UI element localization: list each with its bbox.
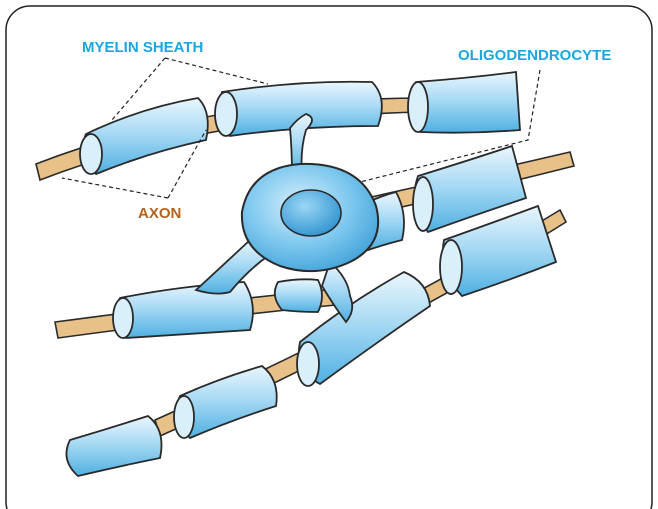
label-axon: AXON	[138, 205, 181, 222]
leader-myelin-right	[165, 58, 268, 84]
sheath-end-3a	[113, 298, 133, 338]
myelin-sheaths	[66, 72, 556, 476]
sheath-end-1a	[80, 134, 102, 174]
sheath-end-4a	[440, 240, 462, 294]
sheath-end-1c	[408, 82, 428, 132]
myelin-sheath-3b	[275, 279, 322, 312]
sheath-end-2a	[413, 177, 433, 231]
leader-axon-left	[62, 178, 168, 198]
label-oligodendrocyte: OLIGODENDROCYTE	[458, 47, 611, 64]
label-myelin-sheath: MYELIN SHEATH	[82, 39, 203, 56]
oligodendrocyte-cell-body	[242, 164, 378, 271]
myelin-sheath-4d	[66, 416, 161, 476]
sheath-end-4b	[297, 342, 319, 386]
nucleus	[281, 190, 341, 236]
sheath-end-4c	[174, 396, 194, 438]
sheath-end-1b	[215, 92, 237, 136]
